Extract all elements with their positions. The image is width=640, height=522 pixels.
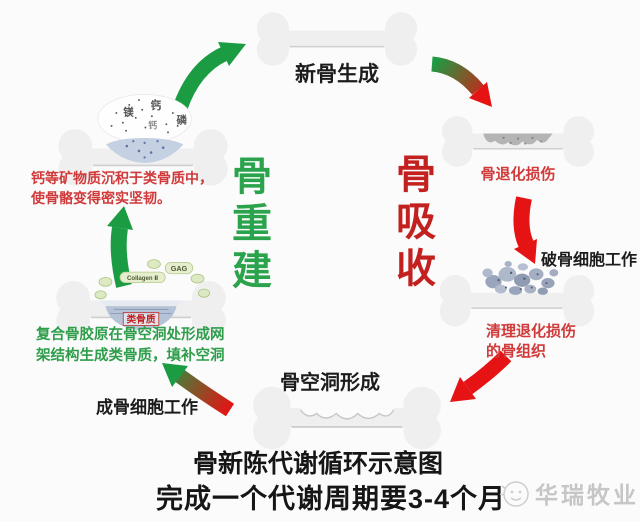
caption-cycle-duration: 完成一个代谢周期要3-4个月 [155, 484, 507, 514]
bone-osteoid-icon: GAG Collagen Ⅱ 类骨质 [56, 259, 226, 338]
label-bone-degradation: 骨退化损伤 [480, 166, 556, 183]
cleanup-line2: 的骨组织 [486, 343, 547, 360]
gag-tag: GAG [171, 264, 188, 273]
arrow-down-red-icon [513, 196, 537, 264]
bone-cavity-icon [253, 386, 441, 450]
collagen-note-line2: 架结构生成类骨质，填补空洞 [36, 348, 225, 364]
phase-bone-rebuild: 骨重建 [232, 155, 272, 293]
arrow-up-right-green-icon [172, 42, 246, 111]
cleanup-line1: 清理退化损伤 [486, 323, 577, 340]
bone-osteoclast-icon [439, 261, 595, 327]
caption-title: 骨新陈代谢循环示意图 [192, 450, 443, 478]
label-osteoblast-working: 成骨细胞工作 [96, 398, 198, 417]
mineral-note-line2: 使骨骼变得密实坚韧。 [31, 190, 171, 206]
bone-new-icon [256, 12, 418, 66]
note-mineral-deposition: 钙等矿物质沉积于类骨质中， 使骨骼变得密实坚韧。 [31, 168, 213, 208]
mineral-ca2-label: 钙 [148, 119, 157, 130]
mineral-note-line1: 钙等矿物质沉积于类骨质中， [31, 170, 213, 186]
arrow-up-left-gradient-icon [162, 363, 235, 417]
bone-degraded-icon [442, 116, 594, 167]
arrow-down-right-gradient-icon [431, 56, 492, 107]
mineral-mg-label: 镁 [123, 105, 134, 118]
label-new-bone-formation: 新骨生成 [295, 63, 379, 86]
mineral-ca-label: 钙 [151, 99, 162, 112]
collagen-note-line1: 复合骨胶原在骨空洞处形成网 [36, 327, 225, 343]
watermark-brand: 华瑞牧业 [535, 482, 639, 508]
arrow-down-left-red-icon [450, 350, 512, 402]
label-osteoclast-working: 破骨细胞工作 [541, 252, 638, 269]
note-collagen-mesh: 复合骨胶原在骨空洞处形成网 架结构生成类骨质，填补空洞 [36, 325, 225, 367]
phase-bone-resorption: 骨吸收 [396, 153, 436, 291]
collagen-tag: Collagen Ⅱ [127, 275, 158, 282]
mineral-p-label: 磷 [176, 113, 187, 126]
label-bone-cavity-formation: 骨空洞形成 [280, 372, 380, 394]
osteoid-tag: 类骨质 [126, 313, 155, 326]
watermark: 华瑞牧业 [498, 474, 639, 512]
label-cleanup-damaged-tissue: 清理退化损伤 的骨组织 [486, 322, 576, 362]
watermark-logo-icon [499, 481, 529, 507]
bone-mineral-icon: 镁 钙 磷 钙 [58, 94, 228, 186]
